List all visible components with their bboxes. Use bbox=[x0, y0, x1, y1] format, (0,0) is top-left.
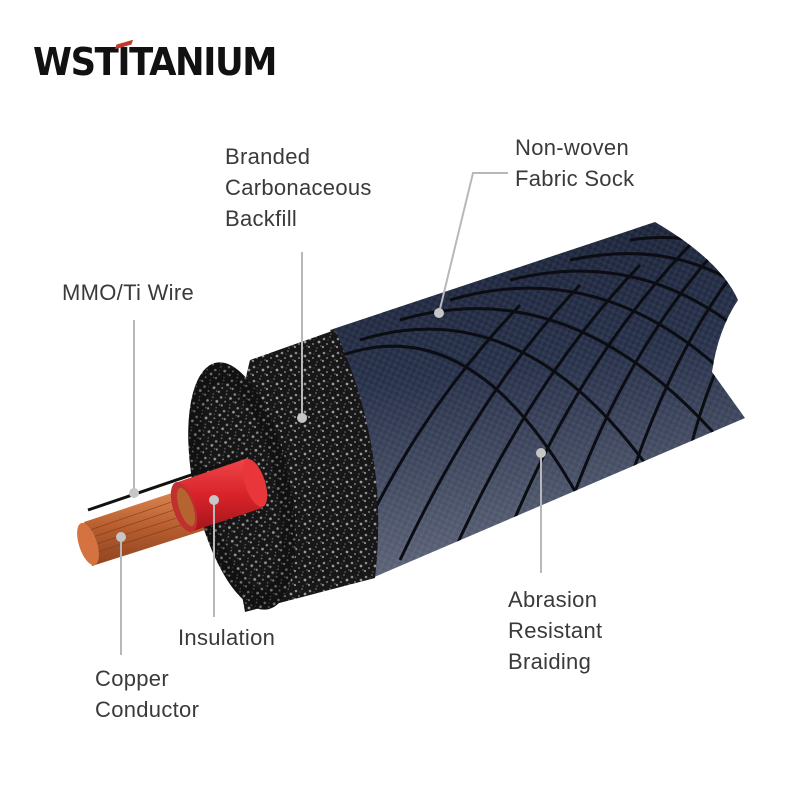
label-line: Abrasion bbox=[508, 587, 598, 612]
backfill-marker-dot bbox=[297, 413, 307, 423]
label-line: Copper bbox=[95, 666, 169, 691]
label-insulation: Insulation bbox=[178, 622, 275, 653]
logo-text: WSTITANIUM bbox=[33, 40, 277, 84]
label-line: Fabric Sock bbox=[515, 166, 635, 191]
label-line: Braiding bbox=[508, 649, 592, 674]
label-line: Conductor bbox=[95, 697, 200, 722]
copper-marker-dot bbox=[116, 532, 126, 542]
label-line: MMO/Ti Wire bbox=[62, 280, 195, 305]
label-line: Non-woven bbox=[515, 135, 629, 160]
label-copper-conductor: Copper Conductor bbox=[95, 663, 199, 725]
label-line: Backfill bbox=[225, 206, 298, 231]
leader-lines bbox=[120, 172, 542, 655]
insulation-sleeve bbox=[170, 458, 268, 532]
leader-dots bbox=[116, 308, 546, 542]
sock-marker-dot bbox=[434, 308, 444, 318]
braid-marker-dot bbox=[536, 448, 546, 458]
braid-sock bbox=[330, 222, 745, 578]
label-line: Branded bbox=[225, 144, 311, 169]
label-mmo-wire: MMO/Ti Wire bbox=[62, 277, 194, 308]
label-line: Carbonaceous bbox=[225, 175, 372, 200]
label-backfill: Branded Carbonaceous Backfill bbox=[225, 141, 372, 234]
brand-logo: WSTITANIUM bbox=[33, 40, 294, 84]
wire-marker-dot bbox=[129, 488, 139, 498]
label-braiding: Abrasion Resistant Braiding bbox=[508, 584, 602, 677]
mmo-wire bbox=[87, 453, 251, 512]
insulation-marker-dot bbox=[209, 495, 219, 505]
label-line: Insulation bbox=[178, 625, 276, 650]
label-line: Resistant bbox=[508, 618, 603, 643]
label-fabric-sock: Non-woven Fabric Sock bbox=[515, 132, 634, 194]
